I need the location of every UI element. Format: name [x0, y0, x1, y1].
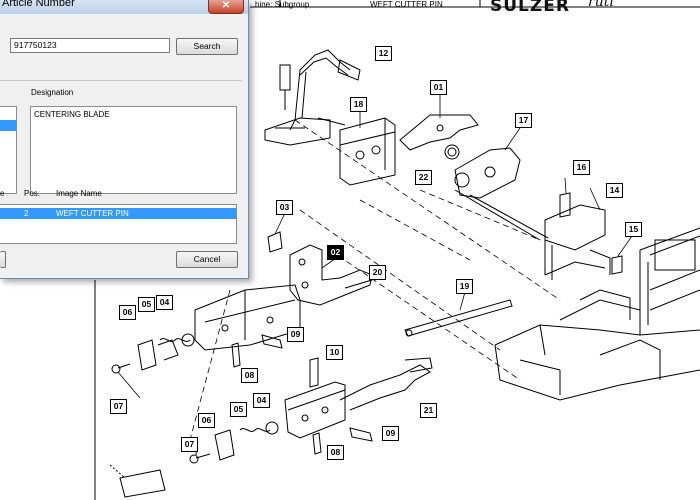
- callout-18[interactable]: 18: [350, 97, 367, 112]
- designation-label: Designation: [31, 88, 74, 97]
- search-button[interactable]: Search: [176, 38, 238, 55]
- partial-button-left[interactable]: [0, 251, 6, 268]
- callout-07-upper[interactable]: 07: [110, 399, 127, 414]
- subgroup-header: hine: Subgroup: [255, 0, 310, 9]
- callout-08-upper[interactable]: 08: [241, 368, 258, 383]
- close-button[interactable]: ✕: [208, 0, 244, 14]
- group-list[interactable]: [0, 106, 17, 194]
- row-pos: 2: [24, 209, 29, 218]
- callout-09-upper[interactable]: 09: [287, 327, 304, 342]
- part-header: WEFT CUTTER PIN: [370, 0, 443, 9]
- callout-03[interactable]: 03: [276, 200, 293, 215]
- row-image-name: WEFT CUTTER PIN: [56, 209, 129, 218]
- callout-14[interactable]: 14: [606, 183, 623, 198]
- callout-21[interactable]: 21: [420, 403, 437, 418]
- dialog-title: Article Number: [2, 0, 75, 9]
- callout-12[interactable]: 12: [375, 46, 392, 61]
- results-list[interactable]: 2 WEFT CUTTER PIN: [0, 204, 237, 244]
- designation-value: CENTERING BLADE: [34, 110, 110, 119]
- column-header-e[interactable]: e: [0, 189, 5, 198]
- callout-01[interactable]: 01: [430, 80, 447, 95]
- results-row-selected[interactable]: 2 WEFT CUTTER PIN: [0, 208, 236, 219]
- callout-22[interactable]: 22: [415, 170, 432, 185]
- callout-06-lower[interactable]: 06: [198, 413, 215, 428]
- dialog-titlebar[interactable]: Article Number ✕: [0, 0, 248, 14]
- designation-field[interactable]: CENTERING BLADE: [30, 106, 237, 194]
- callout-08-lower[interactable]: 08: [327, 445, 344, 460]
- callout-05-lower[interactable]: 05: [230, 402, 247, 417]
- callout-15[interactable]: 15: [625, 222, 642, 237]
- callout-17[interactable]: 17: [515, 113, 532, 128]
- article-number-dialog: Article Number ✕ 917750123 Search Design…: [0, 0, 249, 279]
- callout-07-lower[interactable]: 07: [181, 437, 198, 452]
- article-number-input[interactable]: 917750123: [10, 38, 170, 53]
- column-header-pos[interactable]: Pos.: [24, 189, 41, 198]
- callout-09-lower[interactable]: 09: [382, 426, 399, 441]
- cancel-button[interactable]: Cancel: [176, 251, 238, 268]
- callout-10[interactable]: 10: [326, 345, 343, 360]
- callout-04-lower[interactable]: 04: [253, 393, 270, 408]
- callout-19[interactable]: 19: [456, 279, 473, 294]
- brand-logo-sub: ruti: [588, 0, 614, 10]
- column-header-image-name[interactable]: Image Name: [56, 189, 102, 198]
- details-group: [0, 80, 242, 197]
- dialog-client-area: 917750123 Search Designation CENTERING B…: [0, 16, 244, 274]
- callout-16[interactable]: 16: [573, 160, 590, 175]
- callout-05-upper[interactable]: 05: [138, 297, 155, 312]
- callout-20[interactable]: 20: [369, 265, 386, 280]
- brand-logo: SULZER: [490, 0, 570, 16]
- callout-04-upper[interactable]: 04: [156, 295, 173, 310]
- callout-02[interactable]: 02: [327, 245, 344, 260]
- group-list-selected-item[interactable]: [0, 120, 16, 131]
- callout-06-upper[interactable]: 06: [119, 305, 136, 320]
